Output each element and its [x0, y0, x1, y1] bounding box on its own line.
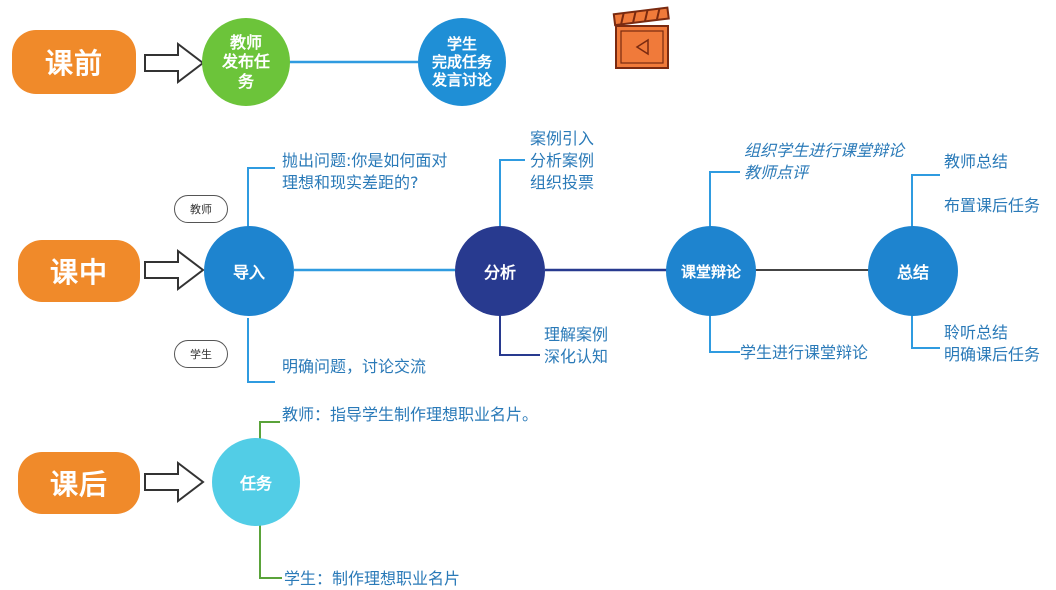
bracket-line	[709, 315, 740, 353]
stage-after-pill: 课后	[18, 452, 140, 514]
bracket-line	[499, 315, 540, 356]
clapperboard-icon	[612, 6, 670, 69]
node-line: 教师	[229, 33, 262, 53]
arrow-right-outline-icon	[144, 460, 205, 504]
intro-student-note: 明确问题，讨论交流	[282, 356, 426, 378]
arrow-right-outline-icon	[144, 248, 205, 292]
after-teacher-note: 教师：指导学生制作理想职业名片。	[282, 405, 539, 424]
bracket-line	[247, 167, 275, 228]
analysis-student-note: 理解案例 深化认知	[544, 324, 608, 368]
node-line: 发言讨论	[431, 71, 492, 89]
summary-node: 总结	[868, 226, 958, 316]
bracket-line	[911, 315, 940, 349]
debate-node: 课堂辩论	[666, 226, 756, 316]
summary-student-note: 聆听总结 明确课后任务	[944, 322, 1040, 366]
debate-student-note: 学生进行课堂辩论	[740, 342, 868, 364]
stage-during-pill: 课中	[18, 240, 140, 302]
student-complete-node: 学生 完成任务 发言讨论	[418, 18, 506, 106]
intro-node: 导入	[204, 226, 294, 316]
summary-teacher-note: 教师总结 布置课后任务	[944, 140, 1040, 228]
bracket-line	[499, 159, 525, 228]
node-line: 务	[237, 71, 254, 91]
note-line: 明确问题，讨论交流	[282, 357, 427, 376]
note-line: 学生进行课堂辩论	[740, 343, 869, 362]
stage-before-pill: 课前	[12, 30, 136, 94]
debate-teacher-note: 组织学生进行课堂辩论 教师点评	[744, 140, 904, 184]
note-line: 抛出问题:你是如何面对	[282, 151, 448, 170]
bracket-line	[259, 421, 280, 440]
after-student-note: 学生：制作理想职业名片	[284, 569, 461, 588]
arrow-right-outline-icon	[144, 41, 205, 85]
note-line: 布置课后任务	[944, 196, 1041, 215]
bracket-line	[911, 174, 940, 228]
note-line: 明确课后任务	[944, 345, 1041, 364]
bracket-line	[247, 318, 275, 383]
note-line: 组织学生进行课堂辩论	[744, 141, 905, 160]
analysis-node: 分析	[455, 226, 545, 316]
note-line: 理想和现实差距的?	[282, 173, 419, 192]
role-tag-teacher: 教师	[174, 195, 228, 223]
note-line: 教师点评	[744, 163, 809, 182]
note-line: 理解案例	[544, 325, 609, 344]
bracket-line	[709, 171, 740, 228]
note-line: 组织投票	[530, 173, 595, 192]
analysis-teacher-note: 案例引入 分析案例 组织投票	[530, 128, 594, 194]
note-line: 聆听总结	[944, 323, 1009, 342]
note-line: 深化认知	[544, 347, 609, 366]
node-line: 完成任务	[431, 53, 492, 71]
intro-teacher-note: 抛出问题:你是如何面对 理想和现实差距的?	[282, 150, 447, 194]
note-line: 分析案例	[530, 151, 595, 170]
node-line: 发布任	[221, 52, 270, 72]
note-line: 教师总结	[944, 152, 1009, 171]
node-line: 学生	[446, 35, 477, 53]
teacher-publish-node: 教师 发布任 务	[202, 18, 290, 106]
role-tag-student: 学生	[174, 340, 228, 368]
task-node: 任务	[212, 438, 300, 526]
bracket-line	[259, 525, 282, 579]
note-line: 案例引入	[530, 129, 595, 148]
